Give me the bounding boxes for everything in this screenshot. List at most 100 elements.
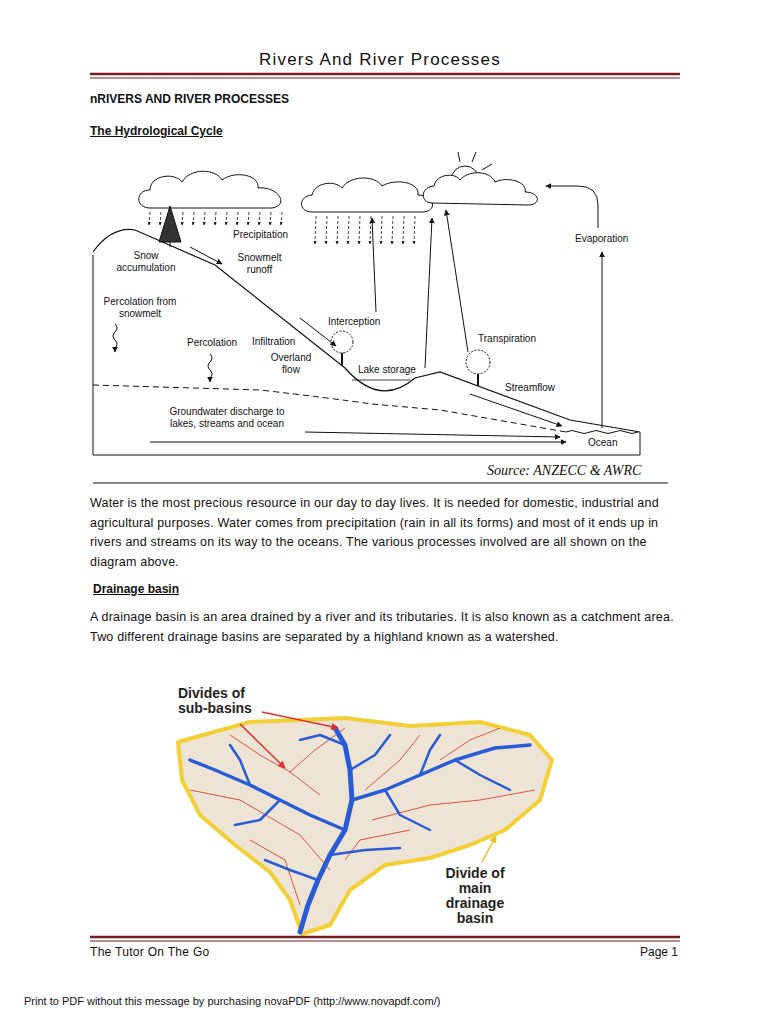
process-arrow — [150, 442, 566, 443]
process-label: Precipitation — [233, 229, 288, 241]
rain-strokes — [414, 216, 415, 244]
terrain — [352, 380, 410, 381]
page-number: Page 1 — [640, 945, 678, 959]
rain-strokes — [160, 212, 161, 225]
hydrological-cycle-illustration — [93, 152, 668, 483]
source-credit: Source: ANZECC & AWRC — [487, 462, 641, 479]
tree — [159, 206, 181, 242]
process-label: Overland flow — [266, 352, 316, 376]
process-arrow — [425, 218, 432, 368]
process-label: Evaporation — [575, 233, 628, 245]
river-network — [230, 745, 250, 785]
drainage-basin-illustration — [178, 712, 552, 934]
sub-basin-divide — [372, 790, 535, 820]
process-label: Snowmelt runoff — [232, 252, 287, 276]
process-arrow — [305, 432, 560, 437]
tree — [159, 206, 490, 386]
callout-arrow — [240, 712, 496, 862]
rain-strokes — [348, 216, 349, 244]
hydrological-cycle-illustration — [93, 255, 640, 455]
process-label: Streamflow — [505, 382, 555, 394]
process-arrow — [470, 394, 562, 426]
river-network — [190, 760, 345, 830]
tree — [331, 331, 353, 353]
footer-text: The Tutor On The Go — [90, 945, 210, 959]
cloud — [139, 171, 281, 208]
river-network — [420, 735, 440, 775]
footer-rule — [90, 936, 680, 939]
process-label: Percolation — [187, 337, 237, 349]
body-paragraph: Water is the most precious resource in o… — [90, 494, 682, 572]
subsection-heading: The Hydrological Cycle — [90, 124, 223, 138]
header-rule — [90, 78, 680, 79]
cloud — [423, 173, 537, 205]
rain-strokes — [337, 216, 338, 244]
sub-basin-divide — [230, 735, 320, 795]
process-label: Lake storage — [358, 364, 416, 376]
rain-strokes — [359, 216, 360, 244]
process-arrow — [190, 247, 222, 264]
process-arrow — [602, 252, 603, 428]
process-label: Percolation from snowmelt — [100, 296, 180, 320]
rain-strokes — [392, 216, 393, 244]
river-network — [300, 735, 345, 745]
process-label: Snow accumulation — [110, 250, 182, 274]
callout-arrow — [262, 712, 338, 728]
callout-arrow — [240, 724, 285, 768]
rain-strokes — [204, 212, 205, 225]
footer-rule — [90, 941, 680, 942]
rain-strokes — [270, 212, 271, 225]
section-heading: nRIVERS AND RIVER PROCESSES — [90, 92, 289, 106]
terrain — [93, 229, 640, 432]
print-notice: Print to PDF without this message by pur… — [24, 995, 440, 1008]
ocean — [566, 431, 638, 434]
tree — [466, 350, 490, 374]
tree — [341, 352, 343, 366]
river-network — [330, 848, 400, 855]
rain-strokes — [149, 212, 415, 244]
rain-strokes — [215, 212, 216, 225]
rain-strokes — [237, 212, 238, 225]
sub-basin-divide — [190, 790, 330, 870]
page-title: Rivers And River Processes — [0, 50, 764, 70]
terrain — [93, 229, 640, 432]
rain-strokes — [193, 212, 194, 225]
body-paragraph: A drainage basin is an area drained by a… — [90, 608, 682, 647]
header-rule — [90, 73, 680, 76]
footer-rule — [90, 937, 680, 941]
sub-basin-divide — [345, 830, 410, 860]
callout-arrow — [482, 836, 496, 862]
process-arrow — [446, 210, 468, 352]
river-network — [455, 760, 510, 790]
header-rule — [90, 74, 680, 78]
sun — [482, 164, 492, 170]
river-network — [352, 745, 530, 800]
rain-strokes — [326, 216, 327, 244]
process-label: Infiltration — [252, 336, 295, 348]
river-network — [265, 860, 318, 880]
rain-strokes — [381, 216, 382, 244]
sun — [458, 152, 460, 162]
terrain — [93, 385, 566, 432]
rain-strokes — [259, 212, 260, 225]
river-network — [385, 790, 430, 830]
sub-basin-divide — [250, 840, 300, 905]
cloud — [139, 171, 538, 212]
rain-strokes — [315, 216, 316, 244]
process-label: Interception — [328, 316, 380, 328]
rain-strokes — [248, 212, 249, 225]
process-arrow — [113, 324, 117, 352]
process-label: Ocean — [588, 437, 617, 449]
process-label: Transpiration — [478, 333, 536, 345]
ocean — [566, 431, 638, 434]
callout-label: Divide of main drainage basin — [436, 866, 514, 926]
process-arrow — [372, 218, 376, 312]
rain-strokes — [403, 216, 404, 244]
river-network — [350, 735, 390, 770]
rain-strokes — [370, 216, 371, 244]
callout-label: Divides of sub-basins — [178, 686, 268, 716]
sun — [472, 152, 476, 162]
cloud — [302, 178, 433, 212]
